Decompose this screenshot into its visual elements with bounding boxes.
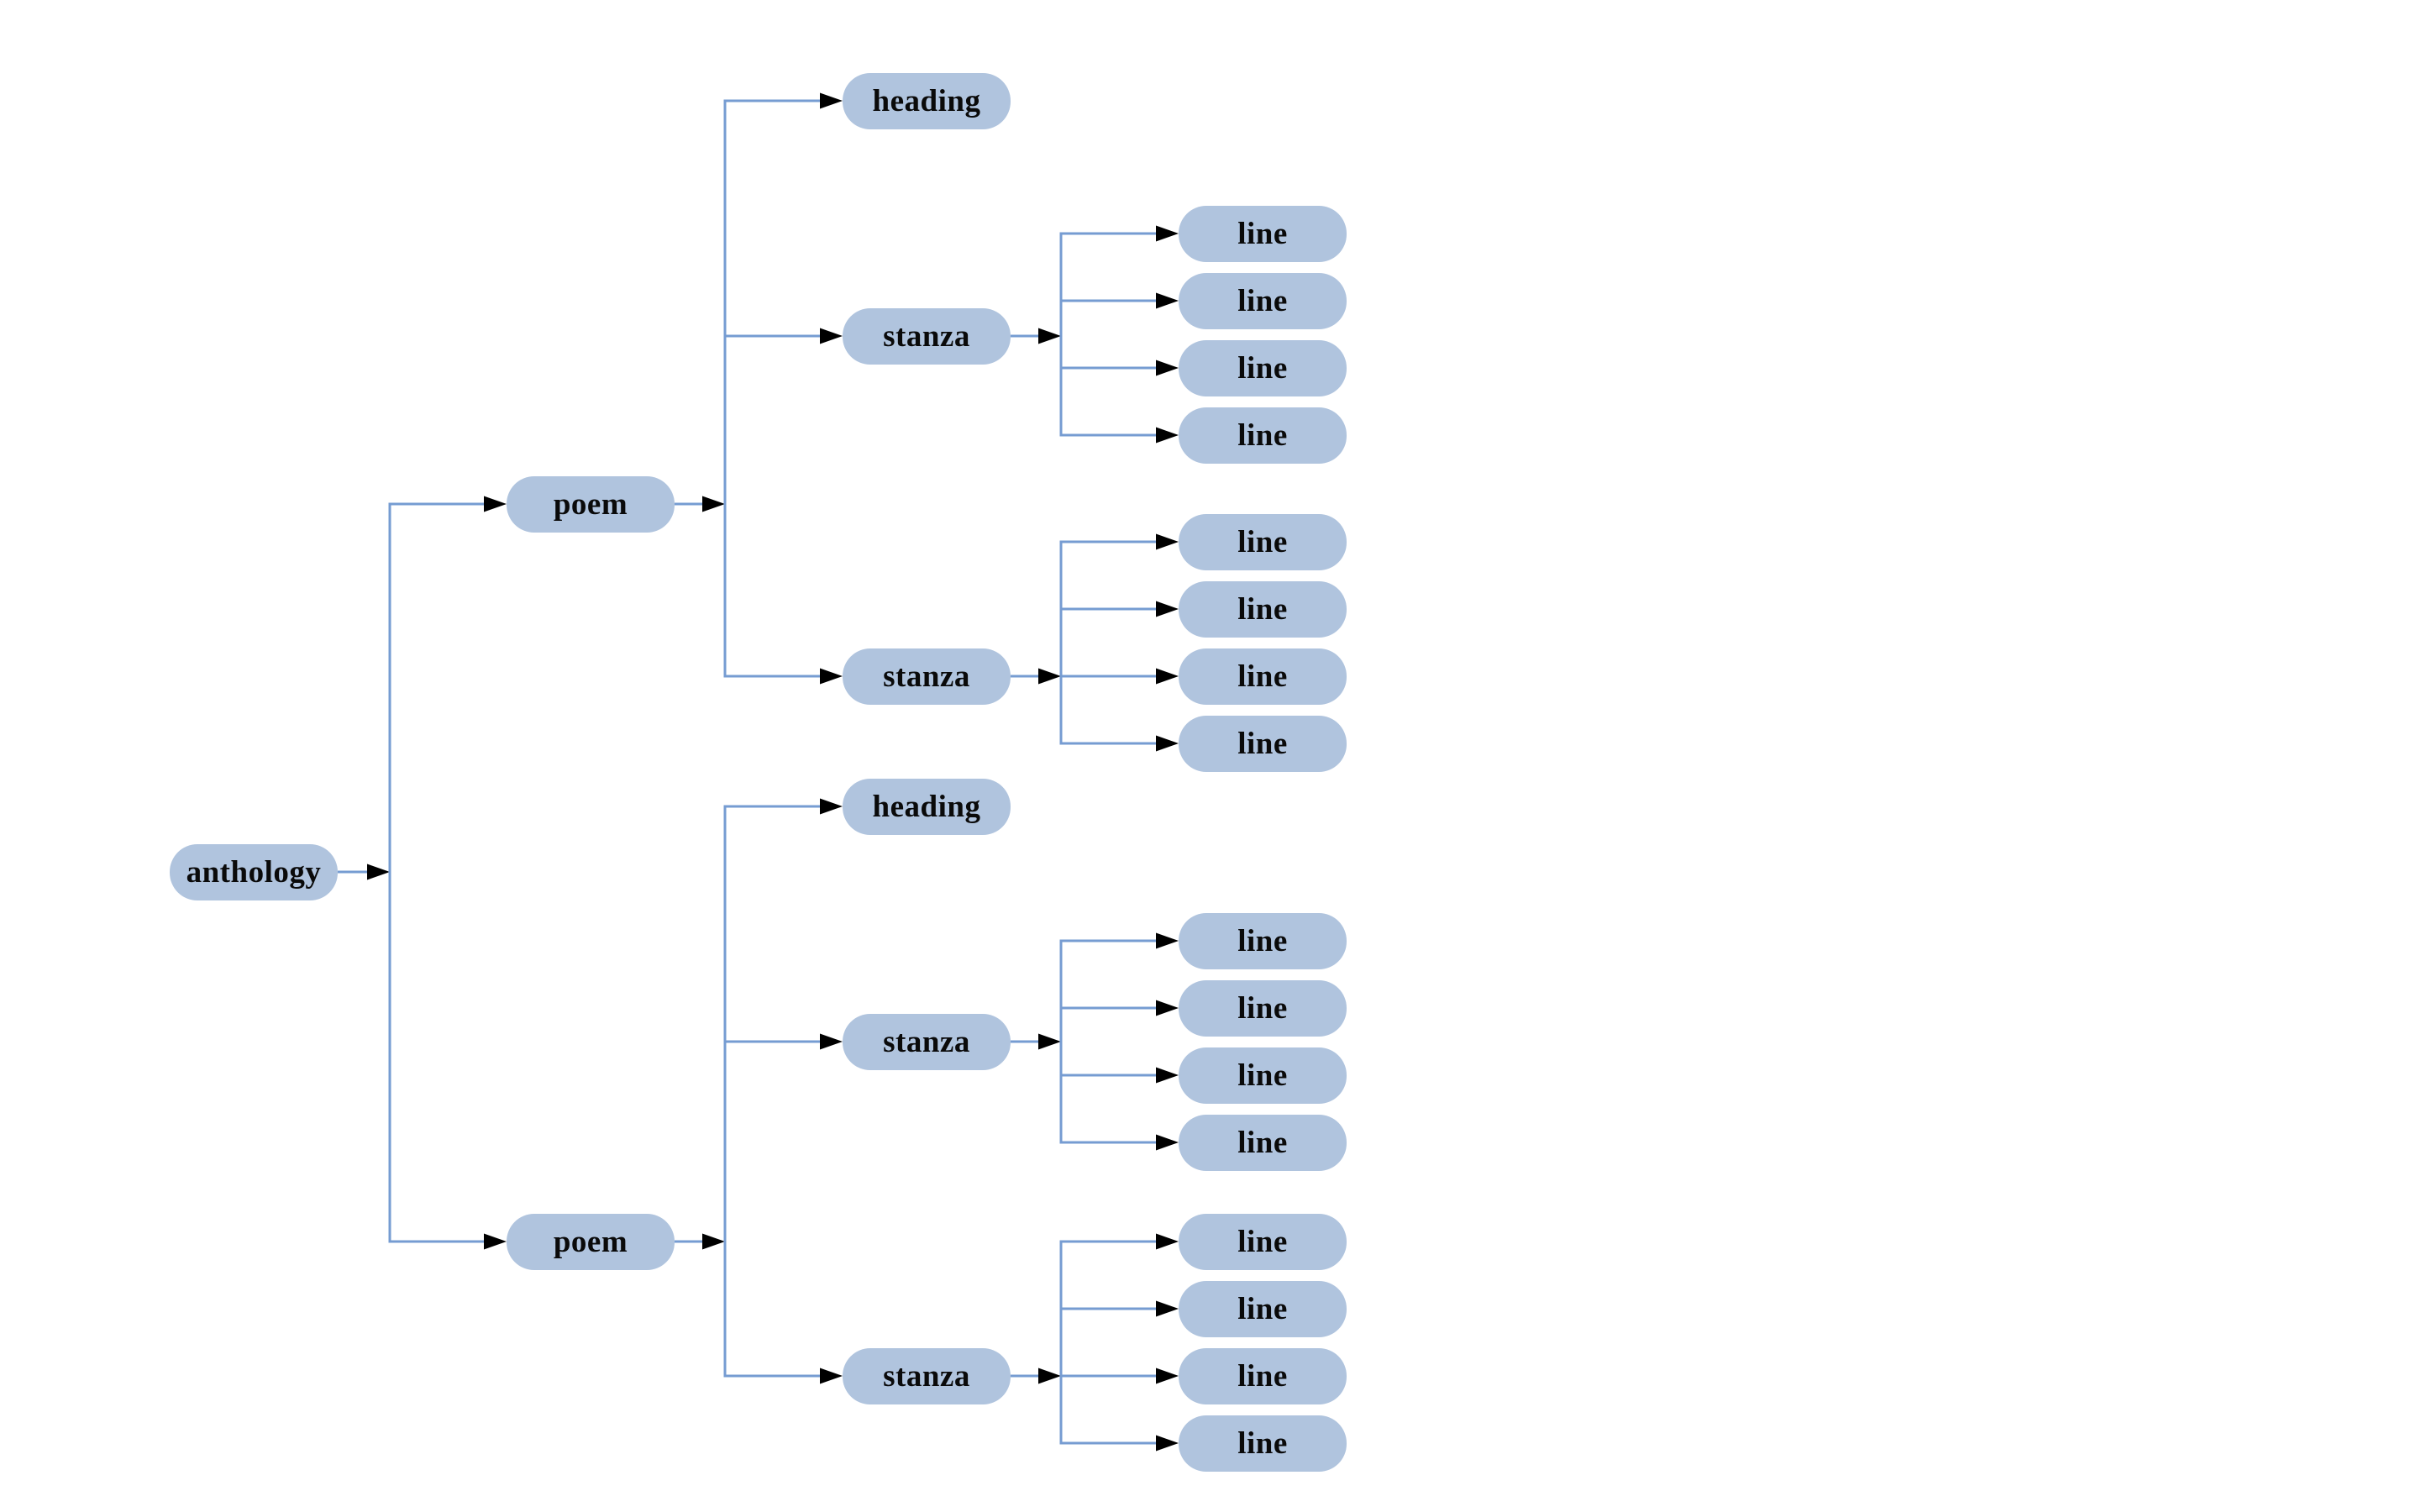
- node-line: line: [1179, 1280, 1347, 1337]
- node-poem: poem: [507, 1213, 675, 1270]
- arrowhead-icon: [1156, 427, 1179, 444]
- node-label: line: [1237, 726, 1288, 761]
- node-line: line: [1179, 580, 1347, 638]
- node-stanza: stanza: [843, 1013, 1011, 1070]
- node-line: line: [1179, 1347, 1347, 1404]
- node-stanza: stanza: [843, 307, 1011, 365]
- arrowhead-icon: [1156, 735, 1179, 752]
- arrowhead-icon: [1156, 1435, 1179, 1452]
- node-label: line: [1237, 990, 1288, 1026]
- node-label: line: [1237, 417, 1288, 453]
- node-line: line: [1179, 648, 1347, 705]
- node-line: line: [1179, 339, 1347, 396]
- node-label: stanza: [883, 1358, 970, 1394]
- arrowhead-icon: [1156, 360, 1179, 376]
- arrowhead-icon: [820, 1033, 843, 1050]
- node-line: line: [1179, 407, 1347, 464]
- node-label: line: [1237, 524, 1288, 559]
- node-label: line: [1237, 1058, 1288, 1093]
- node-line: line: [1179, 1415, 1347, 1472]
- arrowhead-icon: [484, 1233, 507, 1250]
- node-label: line: [1237, 1291, 1288, 1326]
- node-label: poem: [553, 486, 628, 522]
- arrowhead-icon: [1156, 1000, 1179, 1016]
- node-heading: heading: [843, 72, 1011, 129]
- node-label: line: [1237, 1224, 1288, 1259]
- arrowhead-icon: [1156, 225, 1179, 242]
- node-label: line: [1237, 923, 1288, 958]
- node-heading: heading: [843, 778, 1011, 835]
- arrowhead-icon: [1156, 1233, 1179, 1250]
- node-line: line: [1179, 1114, 1347, 1171]
- arrowhead-icon: [1156, 292, 1179, 309]
- arrowhead-icon: [1156, 1134, 1179, 1151]
- node-line: line: [1179, 1213, 1347, 1270]
- node-label: stanza: [883, 1024, 970, 1059]
- node-label: line: [1237, 659, 1288, 694]
- node-label: line: [1237, 283, 1288, 318]
- arrowhead-icon: [1156, 1300, 1179, 1317]
- node-line: line: [1179, 205, 1347, 262]
- node-label: stanza: [883, 318, 970, 354]
- node-label: line: [1237, 1125, 1288, 1160]
- node-line: line: [1179, 1047, 1347, 1104]
- arrowhead-icon: [1156, 1067, 1179, 1084]
- node-stanza: stanza: [843, 1347, 1011, 1404]
- arrowhead-icon: [1156, 601, 1179, 617]
- node-line: line: [1179, 979, 1347, 1037]
- node-label: line: [1237, 1358, 1288, 1394]
- node-label: line: [1237, 216, 1288, 251]
- arrowhead-icon: [367, 864, 390, 880]
- arrowhead-icon: [1156, 932, 1179, 949]
- node-anthology: anthology: [170, 843, 338, 900]
- node-line: line: [1179, 513, 1347, 570]
- node-label: line: [1237, 1425, 1288, 1461]
- node-label: stanza: [883, 659, 970, 694]
- node-poem: poem: [507, 475, 675, 533]
- node-label: anthology: [186, 854, 322, 890]
- arrowhead-icon: [702, 1233, 725, 1250]
- arrowhead-icon: [820, 668, 843, 685]
- arrowhead-icon: [1156, 1368, 1179, 1384]
- node-line: line: [1179, 272, 1347, 329]
- node-stanza: stanza: [843, 648, 1011, 705]
- node-label: heading: [872, 83, 981, 118]
- arrowhead-icon: [1156, 668, 1179, 685]
- node-label: heading: [872, 789, 981, 824]
- arrowhead-icon: [820, 798, 843, 815]
- node-label: line: [1237, 350, 1288, 386]
- arrowhead-icon: [820, 92, 843, 109]
- node-line: line: [1179, 715, 1347, 772]
- arrowhead-icon: [1156, 533, 1179, 550]
- arrowhead-icon: [820, 328, 843, 344]
- arrowhead-icon: [1038, 1033, 1061, 1050]
- arrowhead-icon: [1038, 328, 1061, 344]
- node-line: line: [1179, 912, 1347, 969]
- arrowhead-icon: [484, 496, 507, 512]
- node-label: line: [1237, 591, 1288, 627]
- arrowhead-icon: [702, 496, 725, 512]
- arrowhead-icon: [1038, 1368, 1061, 1384]
- arrowhead-icon: [1038, 668, 1061, 685]
- arrowhead-icon: [820, 1368, 843, 1384]
- node-label: poem: [553, 1224, 628, 1259]
